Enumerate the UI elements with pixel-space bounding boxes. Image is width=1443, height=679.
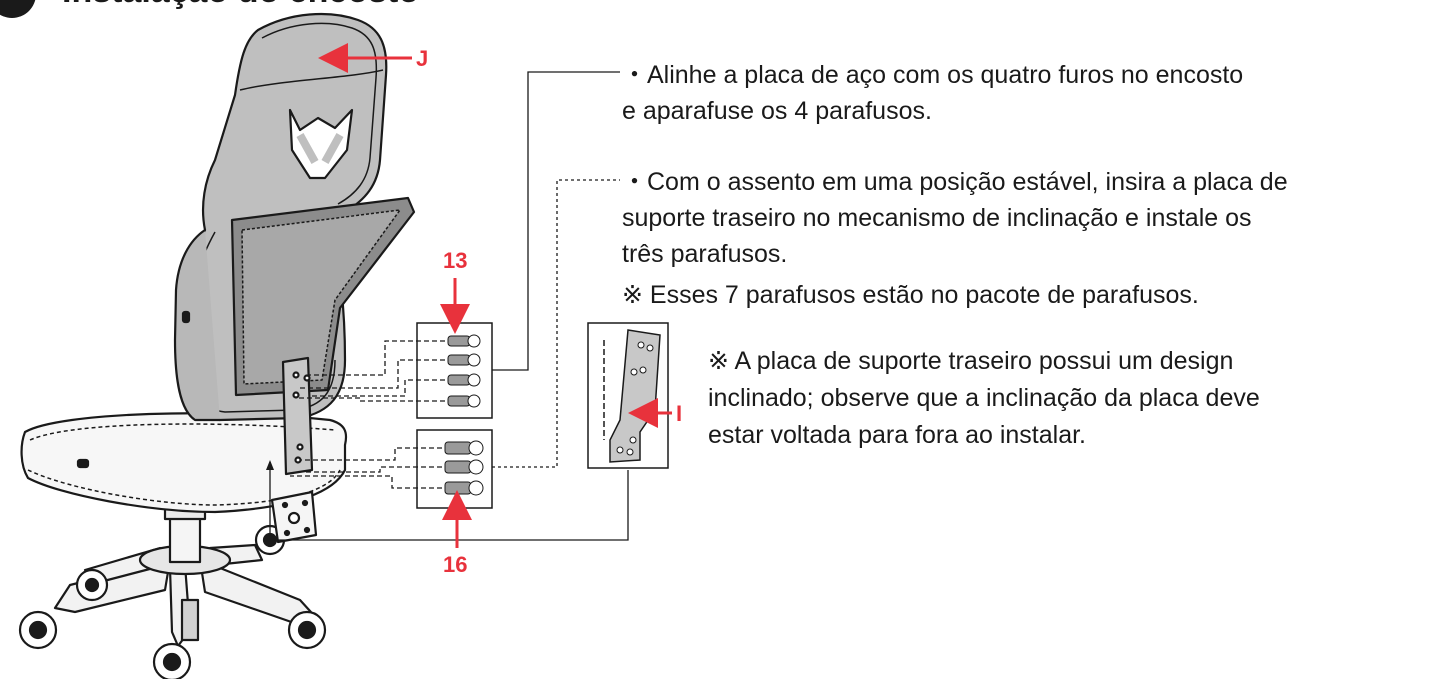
steel-plate bbox=[230, 196, 416, 397]
section-header: Instalação do encosto bbox=[0, 0, 419, 18]
step1-line1: ・Alinhe a placa de aço com os quatro fur… bbox=[622, 61, 1244, 89]
label-backrest: J bbox=[416, 46, 428, 71]
screw-icon bbox=[444, 480, 484, 496]
label-screw-group-top: 13 bbox=[443, 248, 467, 273]
step2-line1: ・Com o assento em uma posição estável, i… bbox=[622, 168, 1288, 196]
leader-lines bbox=[269, 71, 629, 541]
note2-line1: ※ A placa de suporte traseiro possui um … bbox=[708, 347, 1234, 375]
step2-line3: três parafusos. bbox=[622, 240, 788, 268]
back-support-bracket-installed bbox=[281, 356, 314, 476]
screw-box-top bbox=[298, 322, 493, 419]
back-support-bracket bbox=[609, 329, 661, 463]
callout-labels: J I 13 16 bbox=[318, 43, 682, 577]
step1-line2: e aparafuse os 4 parafusos. bbox=[622, 97, 932, 125]
label-bracket: I bbox=[676, 401, 682, 426]
screw-icon bbox=[444, 459, 484, 475]
note2-line3: estar voltada para fora ao instalar. bbox=[708, 421, 1087, 449]
screw-icon bbox=[447, 353, 481, 367]
screw-icon bbox=[447, 334, 481, 348]
screw-icon bbox=[447, 394, 481, 408]
bracket-detail-box bbox=[587, 322, 669, 469]
seat-cushion bbox=[20, 412, 348, 514]
screw-icon bbox=[444, 440, 484, 456]
note-screws-in-package: ※ Esses 7 parafusos estão no pacote de p… bbox=[622, 281, 1199, 309]
step-number-badge bbox=[0, 0, 36, 18]
note2-line2: inclinado; observe que a inclinação da p… bbox=[708, 384, 1260, 412]
chair-illustration bbox=[18, 12, 416, 679]
screw-icon bbox=[447, 373, 481, 387]
tilt-mechanism bbox=[270, 490, 318, 544]
step2-line2: suporte traseiro no mecanismo de inclina… bbox=[622, 204, 1252, 232]
section-title: Instalação do encosto bbox=[62, 0, 419, 10]
label-screw-group-bottom: 16 bbox=[443, 552, 467, 577]
